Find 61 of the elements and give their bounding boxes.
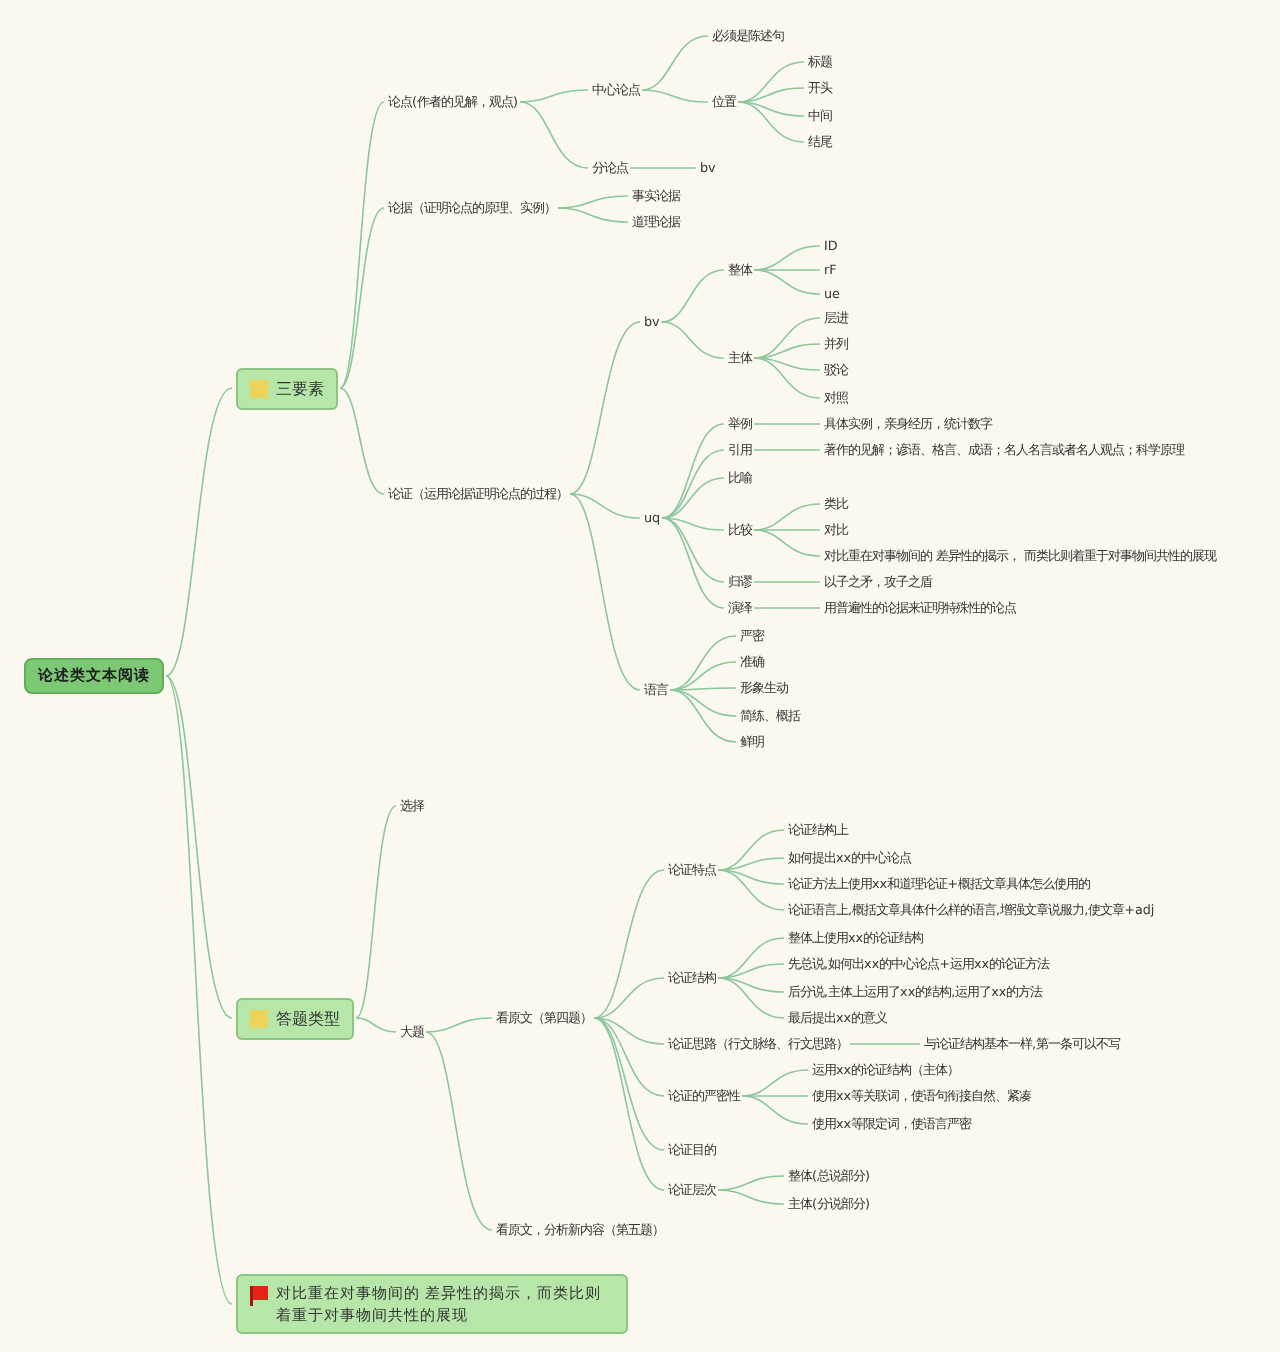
branch-line: [669, 687, 737, 691]
branch-line: [593, 1017, 665, 1097]
branch-line: [661, 517, 725, 583]
branch-line: [849, 1043, 921, 1045]
branch-line: [165, 675, 233, 1305]
branch-line: [753, 581, 821, 583]
branch-line: [519, 89, 589, 103]
branch-line: [339, 387, 385, 495]
branch-line: [753, 357, 821, 399]
branch-line: [641, 89, 709, 103]
branch-line: [661, 517, 725, 609]
branch-line: [669, 689, 737, 717]
branch-line: [661, 449, 725, 519]
branch-line: [629, 167, 697, 169]
topic-text: 三要素: [276, 377, 324, 399]
branch-line: [669, 689, 737, 743]
branch-line: [355, 805, 397, 1019]
branch-line: [737, 101, 805, 117]
branch-line: [753, 529, 821, 531]
branch-line: [660, 321, 725, 359]
branch-line: [355, 1017, 397, 1033]
branch-line: [339, 101, 385, 389]
branch-line: [165, 387, 233, 677]
topic-box: [236, 997, 354, 1039]
branch-line: [593, 1017, 665, 1191]
branch-line: [737, 101, 805, 143]
branch-line: [717, 1189, 785, 1205]
branch-line: [669, 635, 737, 691]
branch-line: [753, 529, 821, 557]
branch-line: [661, 517, 725, 531]
branch-line: [741, 1095, 809, 1097]
topic-box: [236, 367, 338, 409]
branch-line: [569, 493, 641, 691]
branch-line: [569, 493, 641, 519]
branch-line: [717, 869, 785, 885]
branch-line: [753, 269, 821, 271]
branch-line: [717, 977, 785, 993]
note-box: [236, 1274, 628, 1334]
branch-line: [425, 1031, 493, 1231]
branch-line: [557, 207, 629, 223]
branch-line: [753, 423, 821, 425]
branch-line: [741, 1095, 809, 1125]
branch-line: [339, 207, 385, 389]
branch-line: [660, 269, 725, 323]
branch-line: [593, 869, 665, 1019]
branch-line: [661, 423, 725, 519]
branch-line: [717, 869, 785, 911]
branch-line: [593, 1017, 665, 1151]
branch-line: [519, 101, 589, 169]
branch-line: [753, 449, 821, 451]
branch-line: [569, 321, 641, 495]
branch-line: [593, 1017, 665, 1045]
branch-line: [165, 675, 233, 1019]
branch-line: [425, 1017, 493, 1033]
branch-line: [641, 35, 709, 91]
branch-line: [753, 357, 821, 371]
branch-line: [717, 977, 785, 1019]
topic-text: 答题类型: [276, 1007, 340, 1029]
branch-line: [753, 269, 821, 295]
branch-line: [593, 977, 665, 1019]
branch-line: [753, 607, 821, 609]
